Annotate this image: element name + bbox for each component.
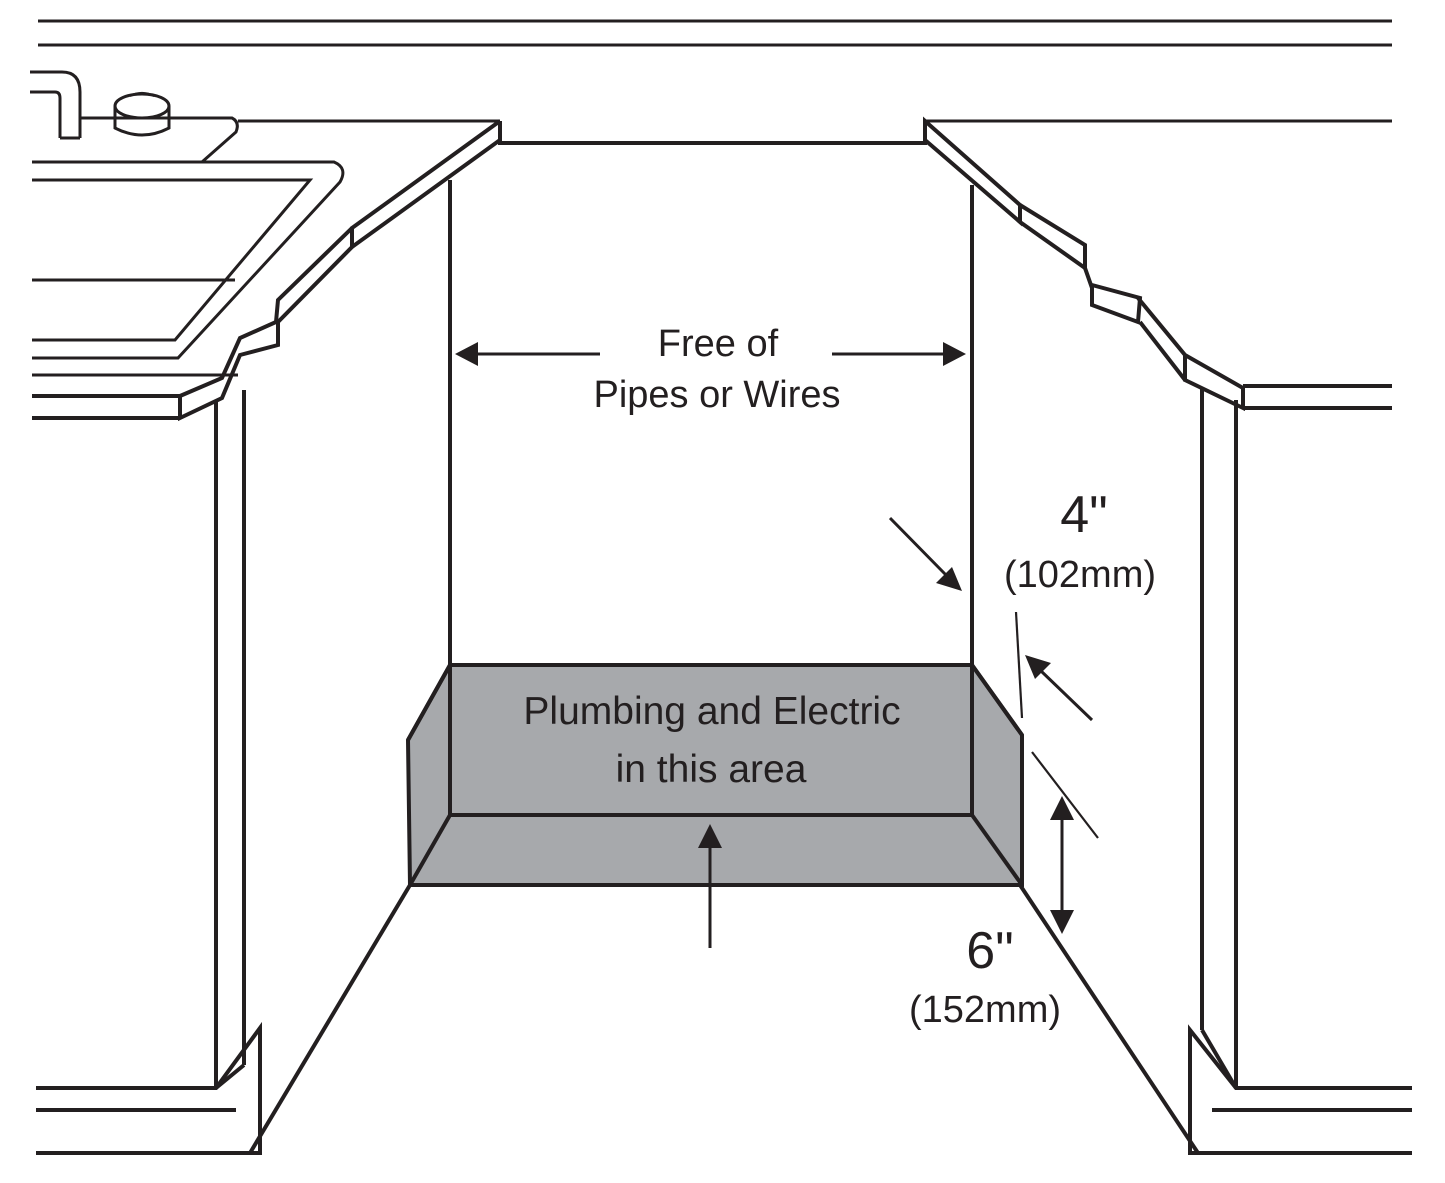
sink bbox=[32, 116, 345, 377]
utility-zone-label-line1: Plumbing and Electric bbox=[523, 690, 900, 733]
opening-top-rail bbox=[498, 121, 927, 145]
right-cabinet-side bbox=[1188, 388, 1412, 1155]
faucet-icon bbox=[30, 70, 82, 140]
opening-back-wall bbox=[448, 180, 974, 665]
opening-floor bbox=[248, 883, 1200, 1155]
utility-zone-arrow bbox=[698, 824, 722, 948]
clear-width-arrows bbox=[455, 342, 966, 366]
floor-height-metric: (152mm) bbox=[909, 989, 1061, 1031]
countertop-edge bbox=[38, 19, 1392, 123]
faucet-knob-icon bbox=[113, 91, 171, 137]
floor-height-value: 6" bbox=[966, 922, 1013, 980]
utility-zone-label-line2: in this area bbox=[616, 748, 807, 791]
utility-zone bbox=[405, 663, 1024, 887]
right-counter-edge bbox=[923, 116, 1392, 412]
left-cabinet-side bbox=[36, 390, 262, 1155]
side-depth-metric: (102mm) bbox=[1004, 554, 1156, 596]
clear-zone-label-line2: Pipes or Wires bbox=[593, 374, 840, 416]
left-counter-edge bbox=[32, 119, 502, 422]
side-depth-dimension bbox=[888, 516, 1099, 839]
clear-zone-label-line1: Free of bbox=[658, 323, 779, 365]
floor-height-dimension bbox=[1050, 796, 1074, 934]
side-depth-value: 4" bbox=[1060, 486, 1107, 544]
